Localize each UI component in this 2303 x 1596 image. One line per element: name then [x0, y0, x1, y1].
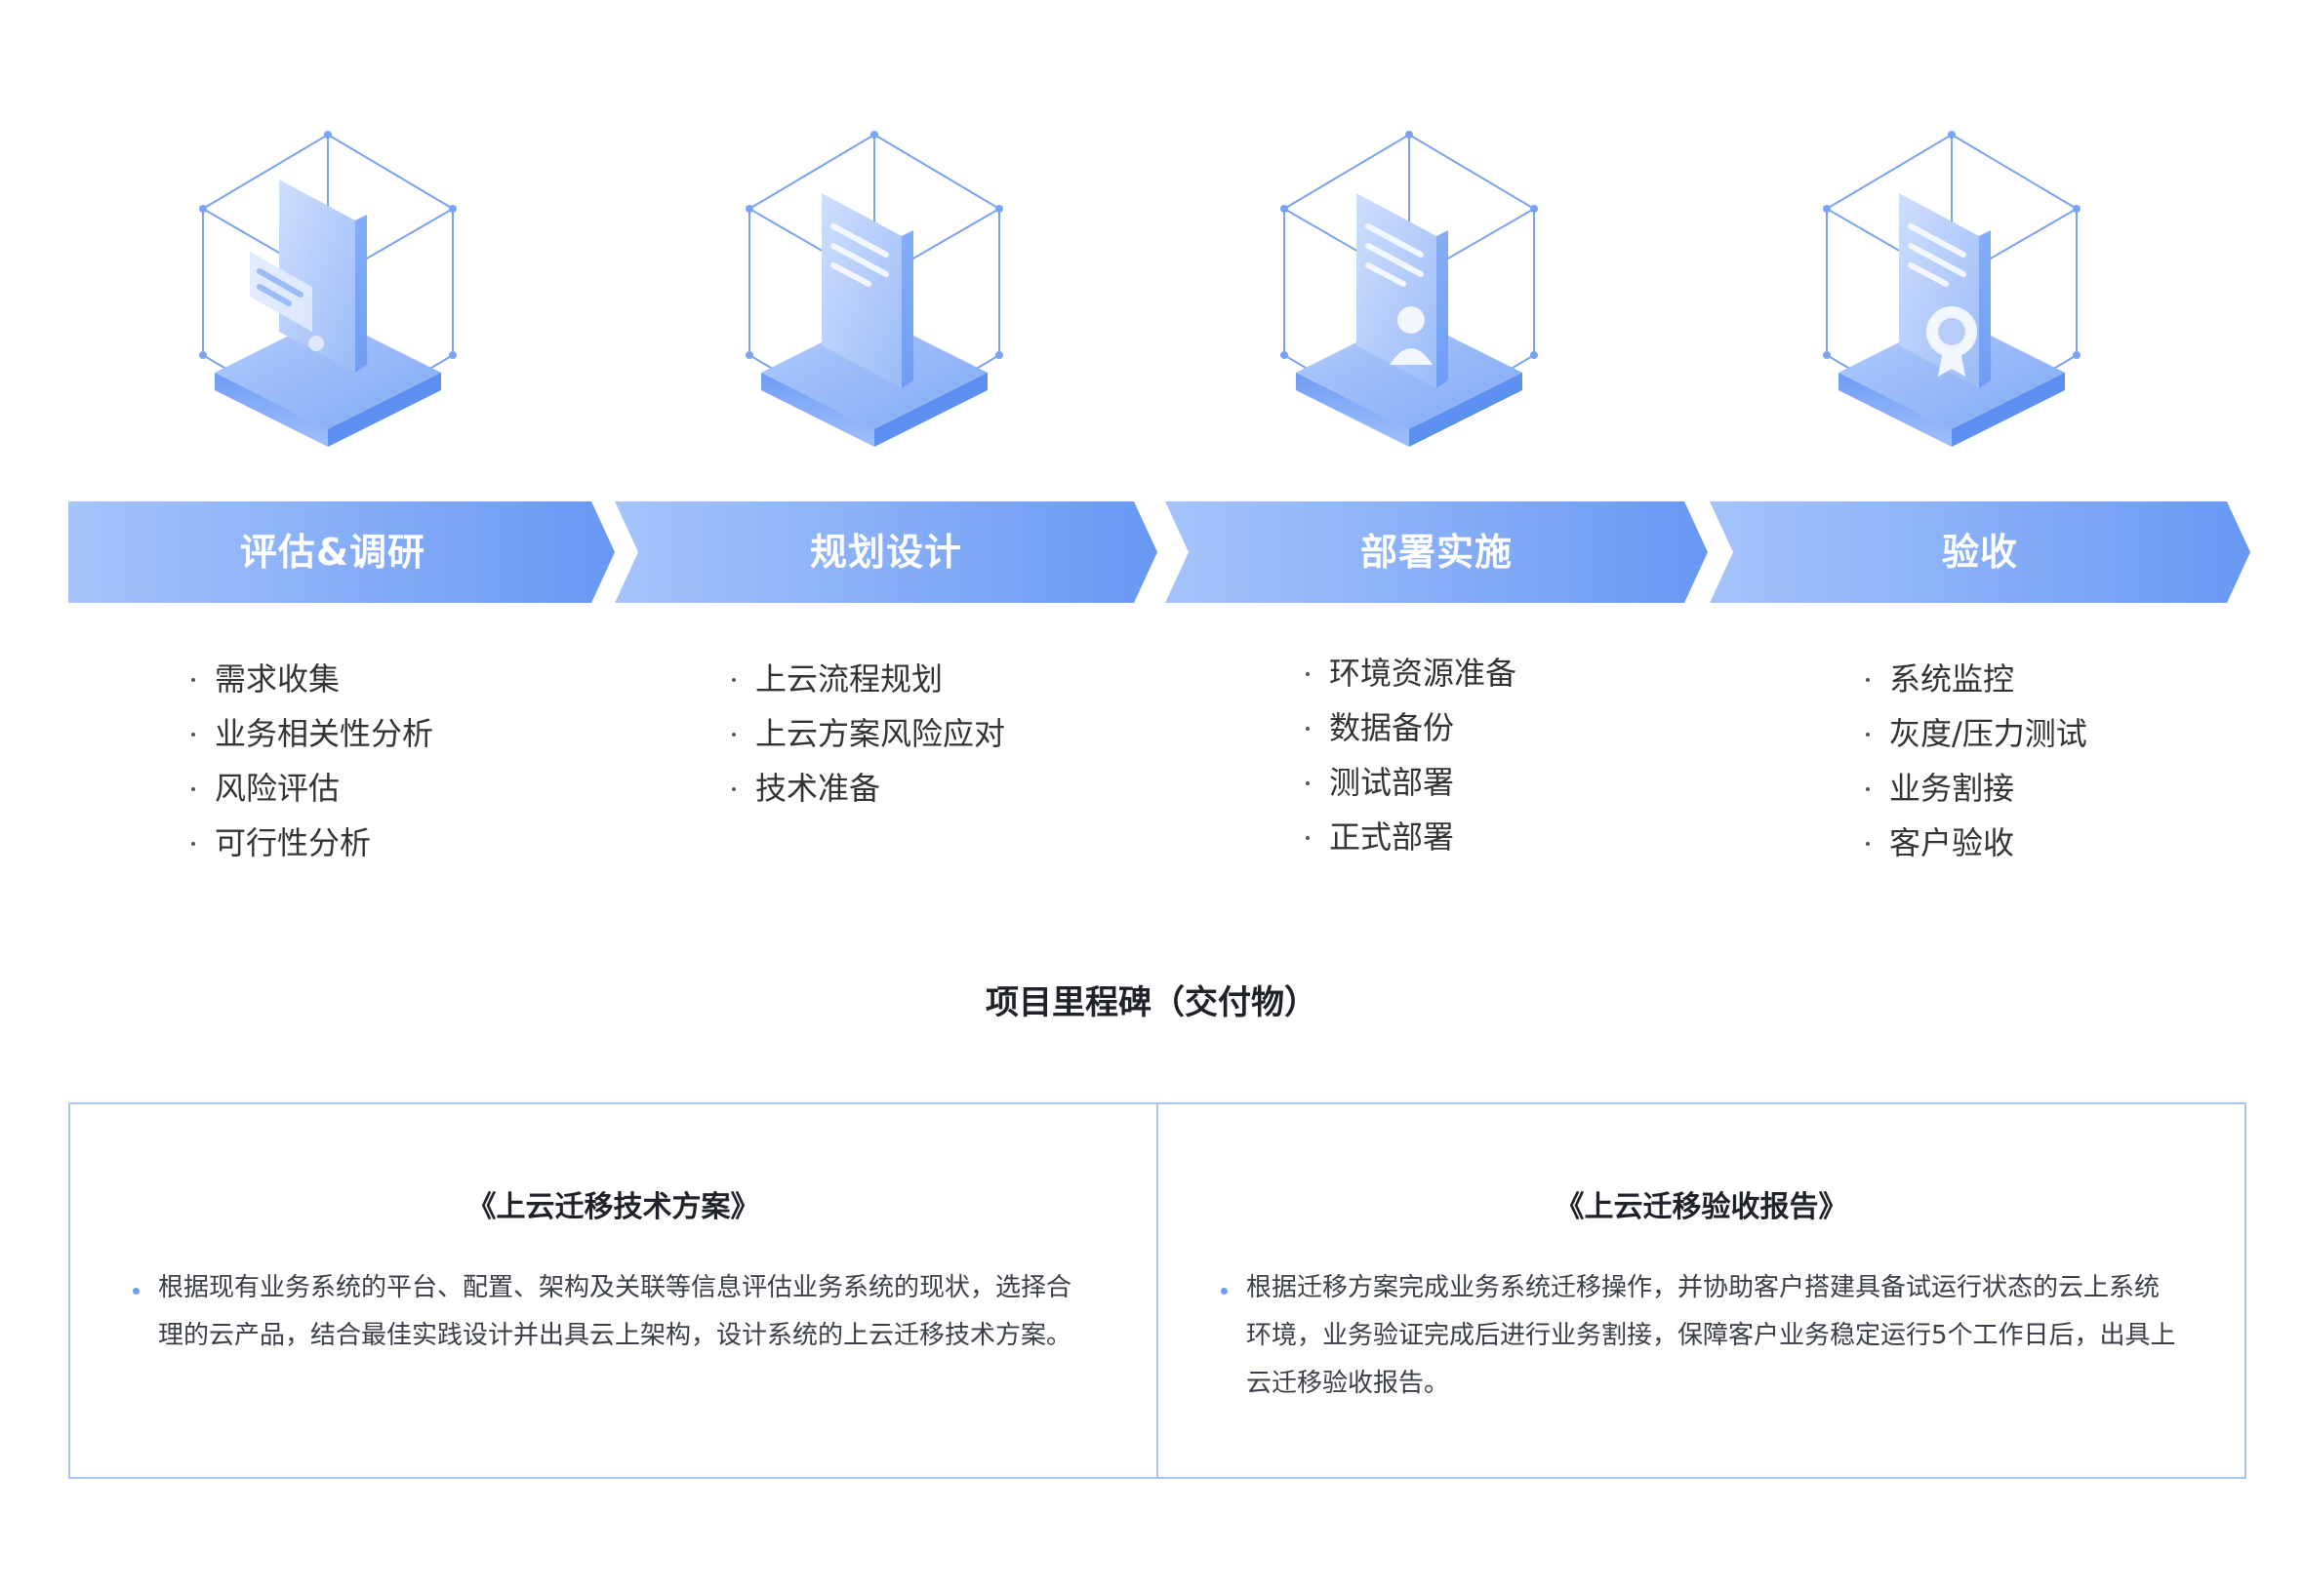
stage-ribbon-2: 规划设计: [615, 501, 1157, 603]
stage-title: 验收: [1941, 531, 2018, 574]
list-item: 上云流程规划: [730, 652, 1005, 706]
list-item: 环境资源准备: [1304, 646, 1516, 700]
deliverable-title: 《上云迁移技术方案》: [466, 1190, 760, 1224]
list-item: 可行性分析: [189, 816, 433, 870]
deliverable-description: 根据现有业务系统的平台、配置、架构及关联等信息评估业务系统的现状，选择合理的云产…: [158, 1273, 1072, 1350]
acceptance-document-icon: [1815, 125, 2088, 447]
deliverable-description: 根据迁移方案完成业务系统迁移操作，并协助客户搭建具备试运行状态的云上系统环境，业…: [1246, 1273, 2176, 1398]
stage-ribbon-3: 部署实施: [1165, 501, 1708, 603]
stage-task-list-2: 上云流程规划 上云方案风险应对 技术准备: [730, 652, 1005, 816]
list-item: 数据备份: [1304, 700, 1516, 755]
deliverables-panel: 《上云迁移技术方案》 根据现有业务系统的平台、配置、架构及关联等信息评估业务系统…: [68, 1102, 2246, 1479]
stage-title: 部署实施: [1359, 531, 1513, 574]
stage-task-list-1: 需求收集 业务相关性分析 风险评估 可行性分析: [189, 652, 433, 870]
deployment-document-icon: [1273, 125, 1546, 447]
list-item: 灰度/压力测试: [1864, 706, 2087, 761]
assessment-document-icon: [191, 125, 465, 447]
list-item: 上云方案风险应对: [730, 706, 1005, 761]
list-item: 系统监控: [1864, 652, 2087, 706]
milestone-title: 项目里程碑（交付物）: [986, 983, 1317, 1022]
list-item: 风险评估: [189, 761, 433, 816]
stage-task-list-3: 环境资源准备 数据备份 测试部署 正式部署: [1304, 646, 1516, 864]
planning-document-icon: [738, 125, 1011, 447]
stage-title: 评估&调研: [239, 531, 426, 574]
stage-ribbon-1: 评估&调研: [68, 501, 615, 603]
bullet-dot-icon: [133, 1288, 140, 1295]
list-item: 需求收集: [189, 652, 433, 706]
stage-task-list-4: 系统监控 灰度/压力测试 业务割接 客户验收: [1864, 652, 2087, 870]
deliverable-card-technical-plan: 《上云迁移技术方案》 根据现有业务系统的平台、配置、架构及关联等信息评估业务系统…: [70, 1104, 1156, 1477]
list-item: 客户验收: [1864, 816, 2087, 870]
deliverable-title: 《上云迁移验收报告》: [1555, 1190, 1848, 1224]
stage-ribbon-4: 验收: [1710, 501, 2250, 603]
stage-title: 规划设计: [809, 531, 962, 574]
bullet-dot-icon: [1221, 1288, 1228, 1295]
deliverable-card-acceptance-report: 《上云迁移验收报告》 根据迁移方案完成业务系统迁移操作，并协助客户搭建具备试运行…: [1156, 1104, 2244, 1477]
list-item: 技术准备: [730, 761, 1005, 816]
list-item: 业务割接: [1864, 761, 2087, 816]
list-item: 测试部署: [1304, 755, 1516, 810]
list-item: 业务相关性分析: [189, 706, 433, 761]
list-item: 正式部署: [1304, 810, 1516, 864]
